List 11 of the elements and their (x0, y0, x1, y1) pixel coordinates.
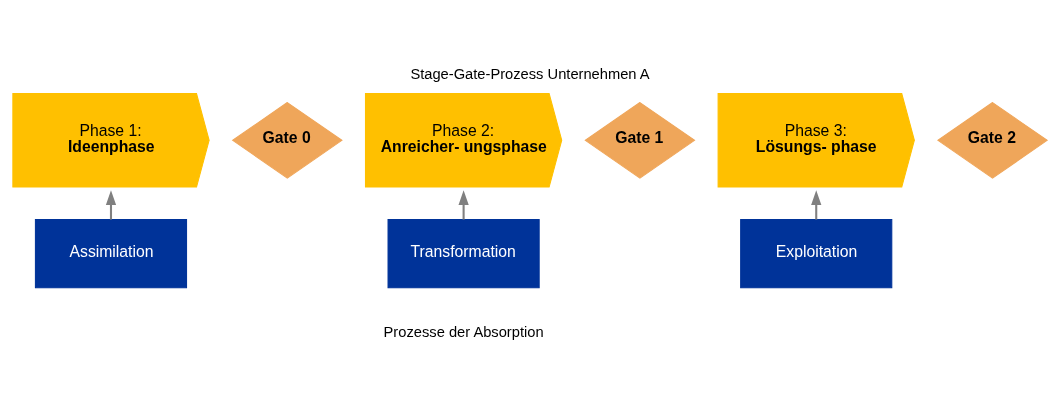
arrow (458, 189, 469, 220)
arrow (811, 189, 822, 220)
node-diamond: Gate 0 (231, 101, 343, 179)
node-diamond: Gate 1 (584, 101, 696, 179)
arrow (105, 189, 117, 220)
node-box: Exploitation (740, 218, 893, 288)
node-diamond: Gate 2 (937, 101, 1049, 179)
diagram-title: Stage-Gate-Prozess Unternehmen A (410, 65, 650, 82)
node-box: Assimilation (34, 218, 188, 288)
node-box: Transformation (387, 218, 540, 288)
caption: Prozesse der Absorption (383, 323, 544, 340)
